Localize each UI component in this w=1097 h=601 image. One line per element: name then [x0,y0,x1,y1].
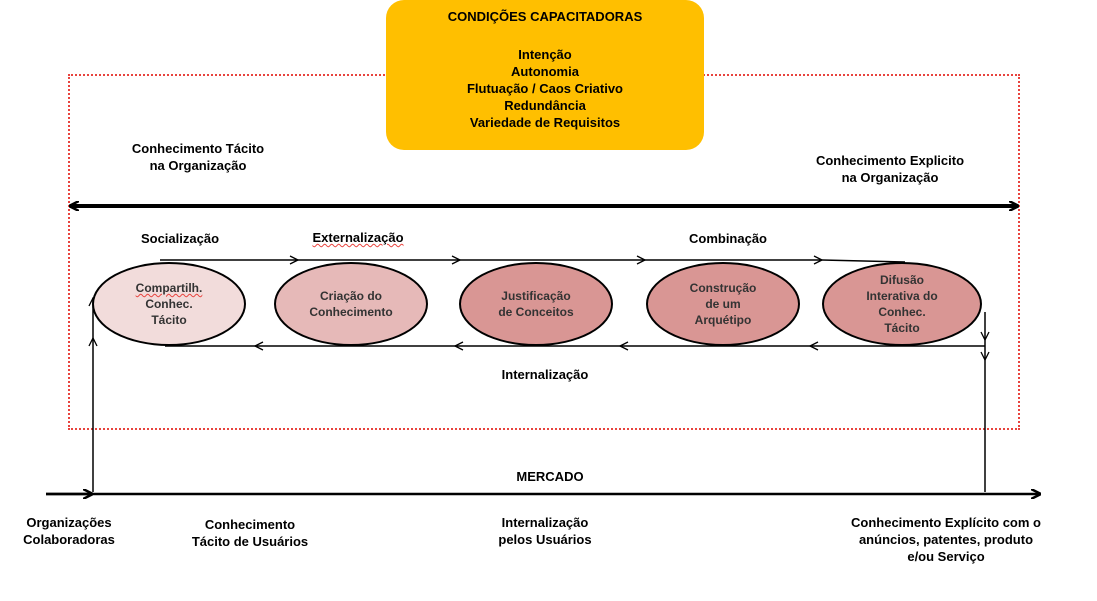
combination-label: Combinação [688,231,767,246]
condition-item: Autonomia [511,64,579,79]
users-internalization-line: Internalização [501,515,589,530]
users-internalization-line: pelos Usuários [498,532,592,547]
explicit-org-line: na Organização [841,170,939,185]
users-internalization-label: Internalização pelos Usuários [480,514,610,548]
stage-concept-justification: Justificação de Conceitos [459,262,613,346]
tacit-org-line: na Organização [149,158,247,173]
explicit-org-label: Conhecimento Explicito na Organização [790,152,990,186]
explicit-market-line: e/ou Serviço [907,549,985,564]
explicit-market-label: Conhecimento Explícito com o anúncios, p… [836,514,1056,565]
tacit-org-line: Conhecimento Tácito [131,141,265,156]
stage-line: de um [705,297,741,311]
stage-line: Conhec. [878,305,926,319]
internalization-label: Internalização [501,367,589,382]
stage-line: de Conceitos [498,305,574,319]
explicit-market-line: Conhecimento Explícito com o [851,515,1041,530]
partner-orgs-line: Colaboradoras [23,532,115,547]
users-tacit-line: Conhecimento [204,517,296,532]
stage-line: Compartilh. [135,281,203,295]
enabling-conditions-title: CONDIÇÕES CAPACITADORAS [447,9,643,24]
externalization-label: Externalização [312,230,404,245]
stage-line: Justificação [501,289,571,303]
condition-item: Intenção [518,47,572,62]
stage-archetype-building: Construção de um Arquétipo [646,262,800,346]
condition-item: Redundância [504,98,586,113]
stage-line: Difusão [879,273,924,287]
stage-share-tacit: Compartilh. Conhec. Tácito [92,262,246,346]
stage-line: Conhec. [145,297,193,311]
partner-orgs-label: Organizações Colaboradoras [4,514,134,548]
stage-knowledge-creation: Criação do Conhecimento [274,262,428,346]
explicit-org-line: Conhecimento Explicito [815,153,965,168]
stage-line: Tácito [884,321,920,335]
stage-line: Interativa do [866,289,938,303]
partner-orgs-line: Organizações [26,515,112,530]
stage-line: Criação do [319,289,382,303]
explicit-market-line: anúncios, patentes, produto [858,532,1034,547]
top-flow-arrows [160,260,906,262]
users-tacit-line: Tácito de Usuários [191,534,309,549]
tacit-org-label: Conhecimento Tácito na Organização [108,140,288,174]
enabling-conditions-list: Intenção Autonomia Flutuação / Caos Cria… [386,46,704,131]
stage-line: Construção [689,281,757,295]
stage-line: Tácito [151,313,187,327]
condition-item: Flutuação / Caos Criativo [466,81,624,96]
stage-interactive-diffusion: Difusão Interativa do Conhec. Tácito [822,262,982,346]
market-label: MERCADO [516,469,584,484]
stage-line: Conhecimento [309,305,393,319]
stage-line: Arquétipo [694,313,752,327]
condition-item: Variedade de Requisitos [469,115,621,130]
enabling-conditions-box: CONDIÇÕES CAPACITADORAS Intenção Autonom… [386,0,704,150]
socialization-label: Socialização [140,231,220,246]
users-tacit-label: Conhecimento Tácito de Usuários [175,516,325,550]
